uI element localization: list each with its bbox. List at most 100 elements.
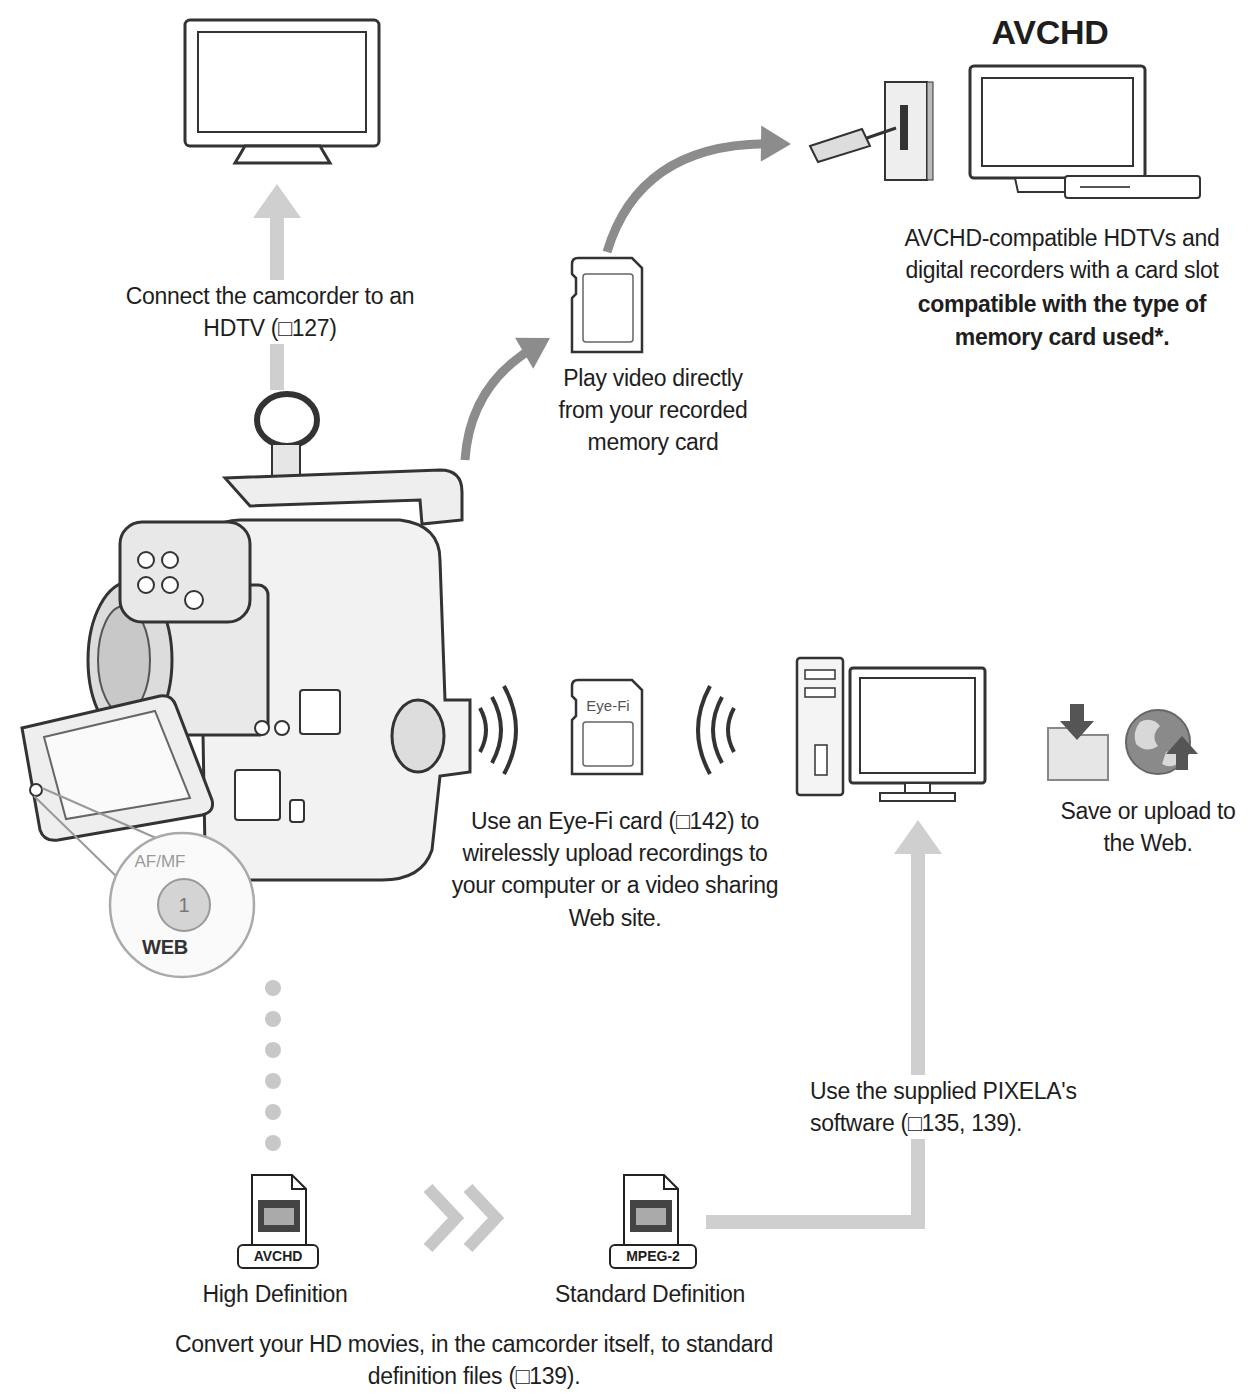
illustration-part [1080, 186, 1130, 188]
illustration-part [900, 105, 908, 150]
illustration-part [1135, 720, 1160, 750]
camcorder-picture [22, 394, 470, 977]
caption-text: Connect the camcorder to an HDTV (□127) [100, 280, 440, 344]
illustration-part [235, 770, 280, 820]
caption-text: AVCHD-compatible HDTVs and digital recor… [877, 222, 1247, 286]
logo-text: AVCHD [975, 12, 1125, 53]
avchd-player-picture [810, 66, 1200, 198]
illustration-part [272, 444, 300, 478]
hdtv-monitor: Connect the camcorder to an HDTV (□127) [183, 18, 381, 168]
illustration-part [492, 697, 501, 763]
illustration-part [982, 78, 1133, 166]
mpeg2-file-picture [610, 1175, 696, 1268]
illustration-part [292, 1175, 306, 1189]
connector-dot [265, 980, 281, 996]
illustration-part [810, 129, 870, 162]
computer-picture [797, 658, 985, 801]
connector-dot [265, 1011, 281, 1027]
mpeg2-file: MPEG-2Standard Definition [608, 1172, 698, 1270]
illustration-part [185, 20, 379, 146]
illustration-part [636, 1208, 666, 1225]
connector [428, 1188, 496, 1248]
caption-text: compatible with the type of memory card … [877, 288, 1247, 352]
arrow-head [761, 126, 791, 162]
connector [607, 126, 791, 252]
caption-text: Use an Eye-Fi card (□142) to wirelessly … [445, 805, 785, 934]
eye-fi-card: Eye-FiUse an Eye-Fi card (□142) to wirel… [572, 680, 644, 776]
caption-text: Play video directly from your recorded m… [538, 362, 768, 459]
edge-label: Use the supplied PIXELA's software (□135… [810, 1075, 1100, 1139]
note-text: Convert your HD movies, in the camcorder… [134, 1328, 814, 1392]
button-label: AF/MF [125, 852, 195, 872]
illustration-part [630, 1200, 672, 1232]
illustration-part [225, 470, 462, 524]
illustration-part [698, 686, 710, 774]
illustration-part [198, 32, 366, 132]
illustration-part [805, 670, 835, 679]
avchd-file: AVCHDHigh Definition [236, 1172, 320, 1270]
illustration-part [728, 708, 734, 752]
illustration-part [860, 678, 975, 773]
avchd-file-picture [238, 1175, 318, 1268]
computer: Save or upload to the Web. [796, 656, 988, 802]
connector-dot [265, 1135, 281, 1151]
tag-label: MPEG-2 [610, 1247, 696, 1266]
caption-text: High Definition [170, 1278, 380, 1310]
connector-dot [265, 1042, 281, 1058]
illustration-part [970, 66, 1145, 178]
connector [465, 338, 550, 460]
tag-label: AVCHD [238, 1247, 318, 1266]
illustration-part [42, 788, 156, 838]
camcorder: AF/MF1WEB [10, 390, 465, 980]
illustration-part [30, 784, 42, 796]
illustration-part [713, 697, 722, 763]
caption-text: Standard Definition [540, 1278, 760, 1310]
illustration-part [44, 711, 190, 819]
illustration-part [610, 1245, 696, 1268]
illustration-part [624, 1175, 678, 1245]
caption-text: Save or upload to the Web. [1048, 795, 1248, 859]
illustration-part [392, 700, 444, 772]
illustration-part [480, 708, 486, 752]
eye-fi-card-picture [572, 680, 642, 774]
illustration-part [235, 146, 330, 163]
illustration-part [864, 128, 896, 139]
illustration-part [664, 1175, 678, 1189]
illustration-part [583, 722, 633, 766]
illustration-part [1065, 176, 1200, 198]
illustration-part [120, 522, 250, 622]
illustration-part [1015, 178, 1068, 192]
memory-card: Play video directly from your recorded m… [570, 256, 644, 354]
illustration-part [880, 793, 955, 801]
illustration-part [1060, 704, 1094, 740]
button-label: WEB [125, 935, 205, 959]
illustration-part [805, 688, 835, 697]
illustration-part [300, 690, 340, 734]
illustration-part [572, 680, 642, 774]
illustration-part [258, 1200, 300, 1232]
illustration-part [158, 879, 210, 931]
hdtv-picture [185, 20, 379, 163]
arrow-head [515, 338, 550, 369]
save-upload-icons [1048, 704, 1198, 780]
illustration-part [850, 668, 985, 783]
illustration-part [572, 258, 642, 352]
card-label: Eye-Fi [577, 697, 639, 715]
illustration-part [797, 658, 843, 795]
illustration-part [252, 1175, 306, 1245]
illustration-part [257, 394, 317, 446]
arrow-head [253, 184, 301, 218]
illustration-part [264, 1208, 294, 1225]
illustration-part [22, 696, 213, 841]
illustration-part [238, 1245, 318, 1268]
illustration-part [255, 721, 269, 735]
illustration-part [138, 552, 154, 568]
illustration-part [110, 833, 254, 977]
illustration-part [162, 577, 178, 593]
illustration-part [583, 274, 633, 342]
illustration-part [138, 577, 154, 593]
illustration-part [162, 552, 178, 568]
connector-chevron [428, 1188, 456, 1248]
illustration-part [927, 82, 933, 180]
arrow-head [894, 820, 942, 854]
